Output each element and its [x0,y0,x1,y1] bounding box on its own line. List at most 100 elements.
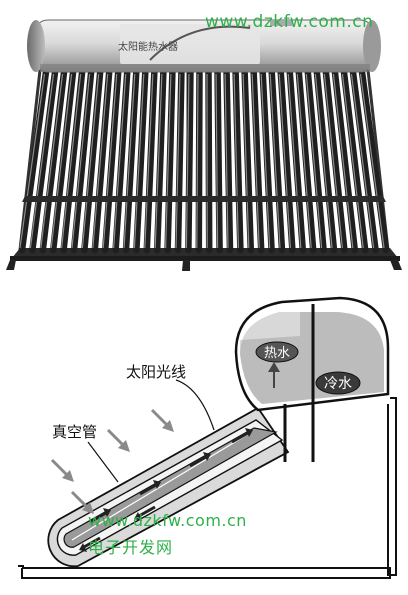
cold-water-label: 冷水 [324,376,352,392]
vacuum-tube [164,68,176,254]
watermark-top: www.dzkfw.com.cn [205,12,374,32]
vacuum-tube-highlight [133,73,145,249]
vacuum-tube [304,68,327,254]
cold-water-region: 冷水 [315,371,361,395]
vacuum-tube [223,68,234,254]
sun-ray-arrow [150,408,174,432]
vacuum-tube [195,68,203,254]
vacuum-tube-highlight [242,73,250,249]
vacuum-tube [295,68,317,254]
vacuum-tube [232,68,244,254]
tank-label: 太阳能热水器 [118,40,178,53]
vacuum-tube-highlight [215,73,219,249]
vacuum-tubes-photo [18,68,390,254]
vacuum-tube [70,68,95,254]
hot-water-region: 热水 [255,341,299,388]
flow-arrow [139,480,161,496]
vacuum-tube-highlight [341,73,364,249]
vacuum-tube [122,68,140,254]
flow-arrow [231,428,253,444]
vacuum-tube [81,68,104,254]
vacuum-tube [277,68,296,254]
vacuum-tube-cross-section [47,406,290,568]
vacuum-tube [133,68,149,254]
vacuum-tube [101,68,122,254]
vacuum-tube-highlight [102,73,118,249]
vacuum-tube [268,68,286,254]
vacuum-tube-highlight [350,73,375,249]
vacuum-tube [143,68,158,254]
sun-ray-arrow [50,458,74,482]
vacuum-tube-highlight [50,73,73,249]
sun-ray-arrow [70,490,94,514]
vacuum-tube [340,68,369,254]
vacuum-tube-highlight [71,73,91,249]
vacuum-tube-highlight [287,73,302,249]
vacuum-tube-highlight [92,73,109,249]
vacuum-tube-highlight [305,73,323,249]
vacuum-tube-highlight [278,73,291,249]
vacuum-tube-label: 真空管 [52,423,97,441]
vacuum-tube [313,68,338,254]
vacuum-tube-leader [87,441,119,483]
vacuum-tube-highlight [175,73,181,249]
vacuum-tube-highlight [224,73,229,249]
vacuum-tube-highlight [185,73,190,249]
vacuum-tube [29,68,59,254]
flow-arrow [79,536,101,552]
vacuum-tube [214,68,223,254]
vacuum-tube-highlight [29,73,55,249]
vacuum-tube-highlight [144,73,154,249]
vacuum-tube-highlight [19,73,46,249]
vacuum-tube [322,68,348,254]
vacuum-tube-highlight [61,73,82,249]
vacuum-tube-highlight [260,73,271,249]
vacuum-tube [39,68,68,254]
vacuum-tube-highlight [165,73,172,249]
flow-arrow [89,508,111,524]
vacuum-tube [185,68,194,254]
sun-ray-arrow [106,428,130,452]
water-tank: 太阳能热水器 [27,19,381,73]
vacuum-tube [349,68,379,254]
vacuum-tube-highlight [113,73,127,249]
vacuum-tube [286,68,307,254]
vacuum-tube-highlight [40,73,64,249]
solar-water-heater-photo: 太阳能热水器 [6,19,402,271]
flow-arrow [189,452,211,468]
vacuum-tube [153,68,167,254]
vacuum-tube [259,68,275,254]
watermark-middle: www.dzkfw.com.cn [88,511,247,530]
cross-bar [22,196,386,202]
vacuum-tube [18,68,50,254]
vacuum-tube-highlight [359,73,385,249]
vacuum-tube-highlight [314,73,333,249]
vacuum-tube [112,68,131,254]
watermark-chinese: 电子开发网 [88,538,174,557]
sun-rays [50,408,174,514]
vacuum-tube-highlight [323,73,343,249]
vacuum-tube-highlight [81,73,100,249]
diagram-frame [18,397,397,579]
vacuum-tube [358,68,390,254]
solar-heater-diagram: 热水 冷水 太阳光线 真空管 [18,296,397,579]
vacuum-tube-highlight [251,73,260,249]
vacuum-tube [91,68,113,254]
vacuum-tube-highlight [233,73,239,249]
vacuum-tube [250,68,265,254]
vacuum-tube-highlight [196,73,199,249]
vacuum-tube [174,68,185,254]
vacuum-tube-highlight [154,73,163,249]
vacuum-tube-highlight [123,73,136,249]
vacuum-tube [49,68,77,254]
vacuum-tube-highlight [332,73,354,249]
hot-water-label: 热水 [264,346,290,361]
vacuum-tube [205,68,213,254]
sunlight-leader [175,379,215,431]
flow-arrow [134,505,156,521]
vacuum-tube-highlight [296,73,312,249]
vacuum-tube [331,68,359,254]
vacuum-tube [241,68,255,254]
sunlight-label: 太阳光线 [126,363,186,381]
